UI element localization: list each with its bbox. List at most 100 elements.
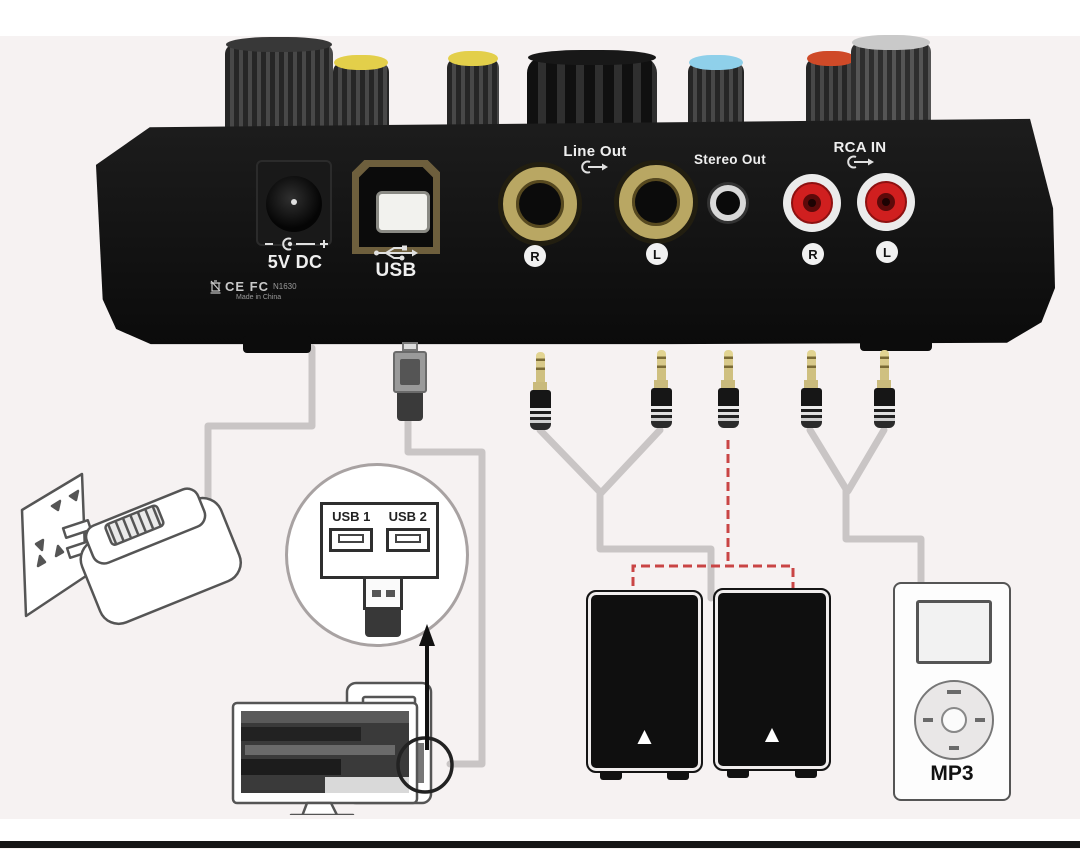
rca-cable-left (844, 426, 888, 495)
made-in-label: Made in China (236, 294, 282, 301)
speaker-right: ▲ (713, 588, 831, 778)
device-foot-left (243, 336, 311, 353)
usb2-port (385, 528, 430, 552)
line-out-badge-right: R (524, 245, 546, 267)
rca-jack-body (865, 181, 907, 223)
usb-plug-metal (393, 351, 427, 393)
usb-b-port-inner (359, 167, 433, 247)
bottom-divider-line (0, 841, 1080, 848)
dc-input-label: 5V DC (267, 252, 323, 272)
rca-cable-right (806, 426, 925, 592)
rear-knob-large-left (225, 37, 333, 130)
usb1-port (329, 528, 374, 552)
ce-fcc-marks: CE FC (225, 279, 269, 294)
usb-a-plug-hole (385, 589, 395, 597)
trs-plug-lineout-left (650, 350, 672, 428)
wheel-play-mark (949, 746, 959, 750)
trs-body (800, 388, 822, 428)
speaker-foot (727, 769, 749, 778)
device-foot-right (860, 334, 932, 351)
speaker-left: ▲ (586, 590, 703, 780)
rca-jack-left (857, 173, 915, 231)
rca-badge-left: L (876, 241, 898, 263)
dc-input-pin (291, 199, 297, 205)
usb-trident-icon (374, 245, 418, 261)
power-wall-adapter-illustration (20, 472, 242, 626)
stereo-out-label: Stereo Out (693, 152, 766, 167)
rca-in-label: RCA IN (833, 139, 887, 156)
usb-plug-tab (402, 342, 418, 351)
top-white-band (0, 0, 1080, 36)
trs-tip (656, 350, 666, 380)
power-cable (204, 344, 316, 512)
weee-bin-icon (210, 279, 221, 294)
rca-jack-pinhole (882, 198, 890, 206)
mp3-label: MP3 (930, 762, 974, 785)
sound-card-back-panel (95, 118, 1055, 345)
rear-knob-yellow-2 (447, 51, 499, 130)
line-out-badge-left: L (646, 243, 668, 265)
mp3-center-button (941, 707, 967, 733)
bottom-white-band (0, 819, 1080, 842)
usb-port-tongue (394, 534, 421, 543)
trs-tip (535, 352, 545, 382)
mp3-click-wheel (914, 680, 994, 760)
usb-port-label: USB (375, 260, 417, 281)
line-out-label: Line Out (563, 143, 627, 160)
dc-polarity-icon (265, 237, 328, 251)
knob-cap (528, 50, 656, 65)
trs-body (650, 388, 672, 428)
trs-body (529, 390, 551, 430)
cert-code: N1630 (273, 282, 297, 291)
stereo-out-jack (710, 185, 746, 221)
trs-tip (879, 350, 889, 380)
line-out-jack-left (619, 165, 693, 239)
usb-port-tongue (338, 534, 365, 543)
knob-cap-blue (689, 55, 743, 70)
rca-jack-right (783, 174, 841, 232)
usb-b-port-tongue (376, 191, 430, 233)
rca-jack-body (791, 182, 833, 224)
speaker-logo: ▲ (632, 723, 657, 750)
usb-a-plug (362, 576, 404, 637)
line-out-jack-right (503, 167, 577, 241)
certification-block: CE FC N1630 Made in China (210, 279, 380, 301)
trs-collar (804, 380, 818, 388)
usb-plug-sleeve (397, 393, 423, 421)
usb-a-plug-metal (363, 576, 403, 610)
trs-tip (806, 350, 816, 380)
usb-hub-panel: USB 1 USB 2 (320, 502, 439, 579)
usb2-label: USB 2 (388, 509, 427, 524)
knob-cap-yellow (334, 55, 388, 70)
speaker-foot (795, 769, 817, 778)
usb-a-plug-sleeve (365, 610, 401, 637)
mp3-player: MP3 (893, 582, 1011, 801)
stereo-cable-split (631, 564, 795, 600)
speaker-foot (600, 771, 622, 780)
trs-collar (654, 380, 668, 388)
wheel-prev-mark (923, 718, 933, 722)
trs-tip (723, 350, 733, 380)
usb-b-plug (392, 342, 428, 421)
trs-plug-stereo (717, 350, 739, 428)
lineout-cable-left (597, 426, 664, 497)
knob-cap-orange (807, 51, 855, 66)
usb-b-port (352, 160, 440, 254)
speaker-foot (667, 771, 689, 780)
usb-plug-inner (400, 359, 420, 385)
rca-badge-right: R (802, 243, 824, 265)
wheel-next-mark (975, 718, 985, 722)
rear-knob-orange (806, 51, 856, 130)
knob-cap (226, 37, 332, 52)
usb-a-plug-hole (371, 589, 381, 597)
rear-knob-gray (851, 35, 931, 130)
line-out-icon (581, 160, 608, 174)
rca-jack-pinhole (808, 199, 816, 207)
usb1-label: USB 1 (332, 509, 371, 524)
rear-knob-yellow-1 (333, 55, 389, 130)
wheel-menu-mark (947, 690, 961, 694)
trs-body (873, 388, 895, 428)
knob-cap-gray (852, 35, 930, 50)
